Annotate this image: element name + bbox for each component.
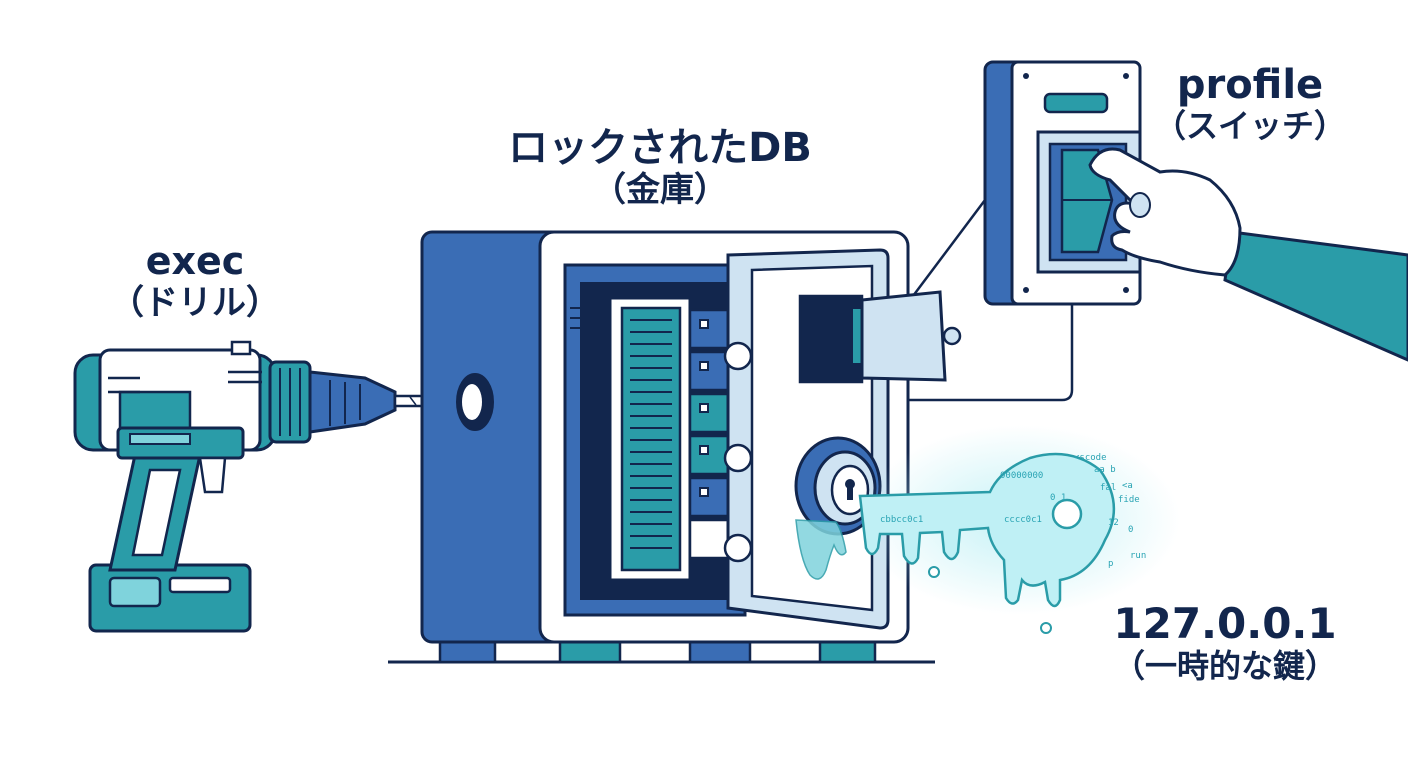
key-label-main: 127.0.0.1 — [1113, 599, 1337, 648]
db-label-sub: （金庫） — [592, 170, 728, 210]
code-fragment: cbbcc0c1 — [880, 515, 923, 525]
exec-label-main: exec — [145, 239, 245, 283]
code-fragment: <scode — [1074, 453, 1107, 463]
code-fragment: 0 1 — [1050, 493, 1066, 503]
code-fragment: aa b — [1094, 465, 1116, 475]
profile-label-main: profile — [1176, 62, 1324, 108]
code-fragment: cccc0c1 — [1004, 515, 1042, 525]
code-fragment: run — [1130, 551, 1146, 561]
profile-label: profile （スイッチ） — [1150, 62, 1350, 145]
code-fragment: 00000000 — [1000, 471, 1043, 481]
key-label: 127.0.0.1 （一時的な鍵） — [1100, 599, 1350, 686]
db-label: ロックされたDB （金庫） — [480, 125, 840, 210]
code-fragment: p — [1108, 559, 1113, 569]
key-icon: <scode aa b fal <a fide 12 0 run p 0 1 0… — [858, 425, 1180, 634]
code-fragment: <a — [1122, 481, 1133, 491]
code-fragment: fal — [1100, 483, 1116, 493]
code-fragment: fide — [1118, 495, 1140, 505]
profile-label-sub: （スイッチ） — [1153, 107, 1346, 145]
safe-icon — [388, 230, 962, 664]
key-label-sub: （一時的な鍵） — [1112, 647, 1337, 686]
drill-icon — [73, 340, 487, 633]
hand-icon — [1088, 147, 1408, 362]
exec-label: exec （ドリル） — [110, 239, 280, 323]
code-fragment: 12 — [1108, 518, 1119, 528]
db-label-main: ロックされたDB — [508, 125, 812, 171]
code-fragment: 0 — [1128, 525, 1133, 535]
exec-label-sub: （ドリル） — [110, 282, 280, 323]
